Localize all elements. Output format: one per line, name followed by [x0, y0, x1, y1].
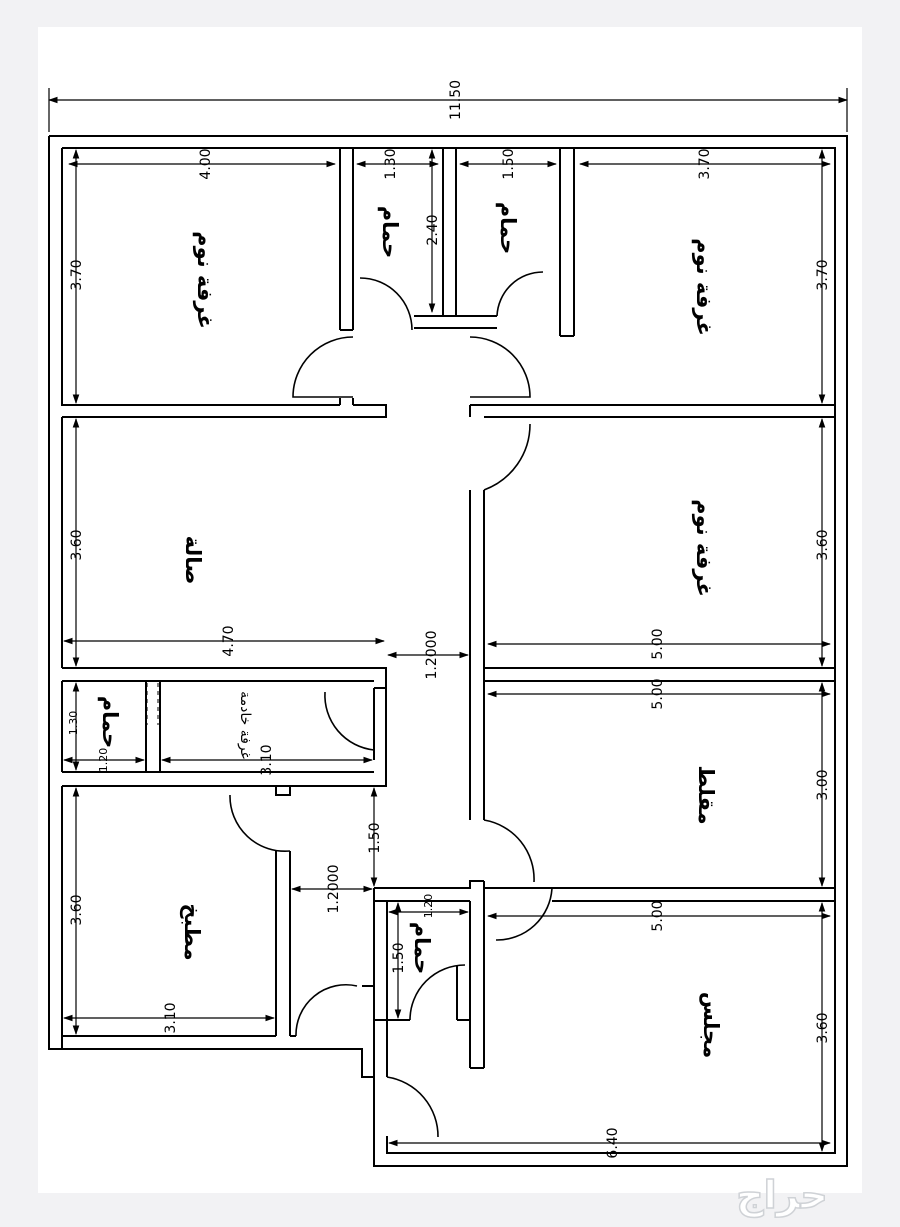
room-label-muqallat: مقلط — [694, 765, 718, 824]
dim-label: 1.2000 — [424, 631, 440, 680]
drawing-sheet: 11.50 4.00 3.70 1.30 2.40 1.50 3.70 3.70… — [38, 27, 862, 1193]
dim-label: 3.60 — [815, 1012, 831, 1043]
dim-label: 4.00 — [198, 148, 214, 179]
dim-label: 1.30 — [383, 148, 399, 179]
dim-label: 6.40 — [605, 1127, 621, 1158]
room-label-bathroom: حمام — [378, 206, 402, 259]
dim-label: 5.00 — [650, 678, 666, 709]
dim-label: 5.00 — [650, 900, 666, 931]
dashed-marks — [146, 683, 159, 725]
dimension-labels: 11.50 4.00 3.70 1.30 2.40 1.50 3.70 3.70… — [67, 80, 831, 1159]
room-label-bathroom: حمام — [98, 696, 122, 749]
dim-label: 1.20 — [422, 894, 435, 919]
dim-label: 3.00 — [815, 769, 831, 800]
room-label-bedroom: غرفة نوم — [692, 238, 716, 336]
room-label-bathroom: حمام — [496, 202, 520, 255]
dim-label: 1.20 — [97, 748, 110, 773]
dim-label: 3.70 — [697, 148, 713, 179]
dim-label: 1.30 — [67, 711, 80, 736]
dim-label: 1.2000 — [326, 865, 342, 914]
room-label-bedroom: غرفة نوم — [692, 499, 716, 597]
watermark-logo: حراج — [736, 1172, 829, 1218]
dim-label: 3.70 — [815, 259, 831, 290]
floor-plan: 11.50 4.00 3.70 1.30 2.40 1.50 3.70 3.70… — [48, 80, 848, 1167]
dim-label: 1.50 — [367, 822, 383, 853]
room-labels: غرفة نوم حمام حمام غرفة نوم صالة غرفة نو… — [98, 202, 723, 1058]
dim-label: 5.00 — [650, 628, 666, 659]
dim-label: 2.40 — [425, 214, 441, 245]
room-label-bedroom: غرفة نوم — [193, 231, 217, 329]
dim-label: 3.10 — [259, 744, 275, 775]
room-label-kitchen: مطبخ — [180, 903, 204, 960]
watermark-text: حراج — [736, 1173, 827, 1217]
room-label-maid-room: غرفة خادمة — [237, 691, 253, 759]
room-label-hall: صالة — [181, 536, 205, 585]
walls — [48, 135, 848, 1167]
room-label-majlis: مجلس — [699, 992, 723, 1058]
dim-label: 3.60 — [69, 529, 85, 560]
overall-width-label: 11.50 — [448, 80, 464, 120]
room-label-bathroom: حمام — [410, 922, 434, 975]
dimension-lines — [48, 88, 848, 1152]
door-swings — [229, 271, 553, 1138]
dim-label: 1.50 — [501, 148, 517, 179]
dim-label: 4.70 — [221, 625, 237, 656]
dim-label: 3.10 — [163, 1002, 179, 1033]
dim-label: 1.50 — [391, 942, 407, 973]
dim-label: 3.60 — [69, 894, 85, 925]
dim-label: 3.60 — [815, 529, 831, 560]
dim-label: 3.70 — [69, 259, 85, 290]
